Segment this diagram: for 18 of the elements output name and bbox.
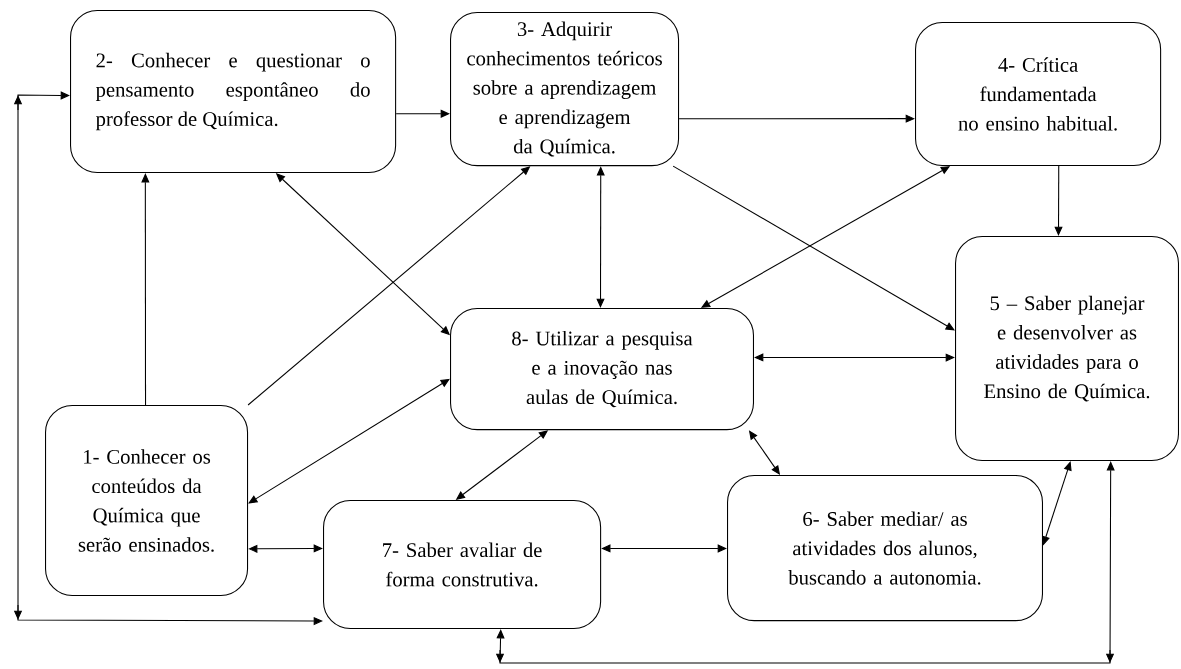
process-box: 3- Adquirir conhecimentos teóricos sobre a aprendizagem e aprendizagem da Química. bbox=[450, 12, 680, 167]
arrow bbox=[678, 114, 915, 123]
process-box: 4- Crítica fundamentada no ensino habitual. bbox=[915, 22, 1162, 166]
process-box: 1- Conhecer os conteúdos da Química que serão ensinados. bbox=[45, 405, 249, 597]
arrow bbox=[601, 544, 727, 553]
process-box: 2- Conhecer e questionar o pensamento espontâneo do professor de Química. bbox=[70, 10, 397, 174]
process-box: 8- Utilizar a pesquisa e a inovação nas aulas de Química. bbox=[450, 308, 754, 431]
arrow bbox=[248, 544, 323, 553]
arrow bbox=[754, 353, 955, 362]
arrow bbox=[1054, 165, 1063, 236]
arrow bbox=[672, 165, 955, 331]
process-box: 5 – Saber planejar e desenvolver as atividades para o Ensino de Química. bbox=[955, 236, 1179, 462]
arrow bbox=[141, 173, 150, 406]
process-box: 7- Saber avaliar de forma construtiva. bbox=[323, 500, 602, 630]
arrow bbox=[248, 378, 450, 504]
arrow bbox=[395, 109, 450, 118]
process-box: 6- Saber mediar/ as atividades dos alunos, buscando a autonomia. bbox=[727, 475, 1043, 622]
arrow bbox=[596, 166, 605, 308]
